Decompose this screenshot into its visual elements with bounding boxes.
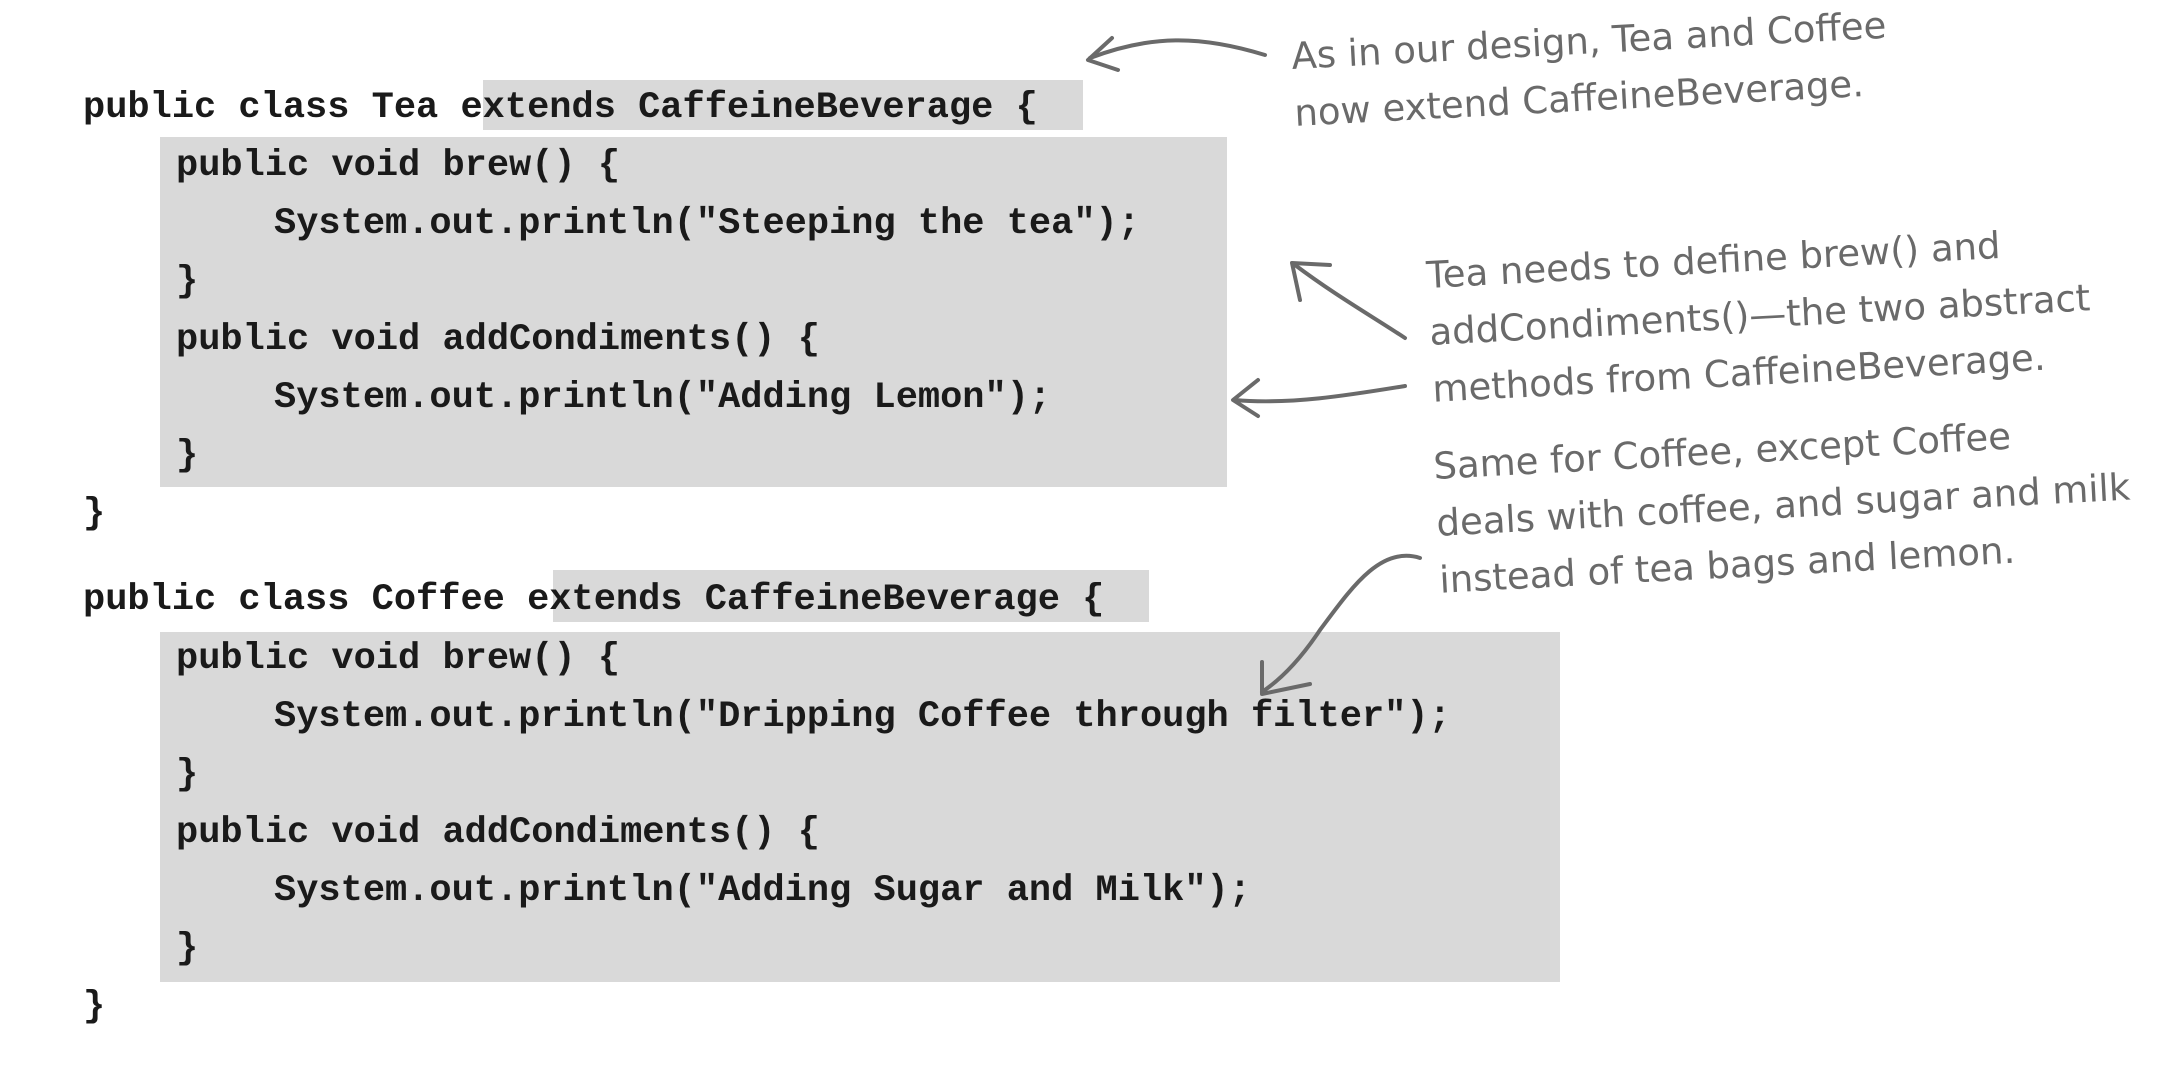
- coffee-class-close: }: [83, 986, 106, 1028]
- coffee-condiments-close: }: [176, 928, 199, 970]
- arrow-to-tea-brew: [1290, 261, 1407, 340]
- tea-decl-brace: {: [993, 87, 1038, 129]
- coffee-decl-prefix: public class Coffee: [83, 579, 528, 621]
- arrow-to-tea-condiments: [1231, 378, 1407, 418]
- coffee-methods-highlight: [160, 632, 1560, 982]
- tea-brew-close: }: [176, 261, 199, 303]
- arrow-to-coffee-brew: [1260, 553, 1422, 696]
- tea-brew-body: System.out.println("Steeping the tea");: [274, 203, 1140, 245]
- coffee-class-declaration: public class Coffee extends CaffeineBeve…: [83, 571, 1104, 629]
- coffee-brew-signature: public void brew() {: [176, 638, 621, 680]
- tea-methods-highlight: [160, 137, 1227, 487]
- arrow-to-tea-extends: [1086, 36, 1267, 72]
- tea-condiments-signature: public void addCondiments() {: [176, 319, 820, 361]
- coffee-condiments-signature: public void addCondiments() {: [176, 812, 820, 854]
- coffee-condiments-body: System.out.println("Adding Sugar and Mil…: [274, 870, 1251, 912]
- tea-extends-clause: extends CaffeineBeverage: [460, 87, 994, 129]
- coffee-decl-brace: {: [1059, 579, 1105, 621]
- tea-extends-highlight: [483, 80, 1083, 130]
- coffee-extends-highlight: [553, 570, 1149, 622]
- coffee-extends-clause: extends CaffeineBeverage: [527, 579, 1060, 621]
- tea-brew-signature: public void brew() {: [176, 145, 621, 187]
- tea-condiments-close: }: [176, 435, 199, 477]
- tea-class-close: }: [83, 493, 106, 535]
- coffee-brew-close: }: [176, 754, 199, 796]
- coffee-brew-body: System.out.println("Dripping Coffee thro…: [274, 696, 1451, 738]
- tea-class-declaration: public class Tea extends CaffeineBeverag…: [83, 79, 1038, 137]
- tea-decl-prefix: public class Tea: [83, 87, 461, 129]
- tea-condiments-body: System.out.println("Adding Lemon");: [274, 377, 1052, 419]
